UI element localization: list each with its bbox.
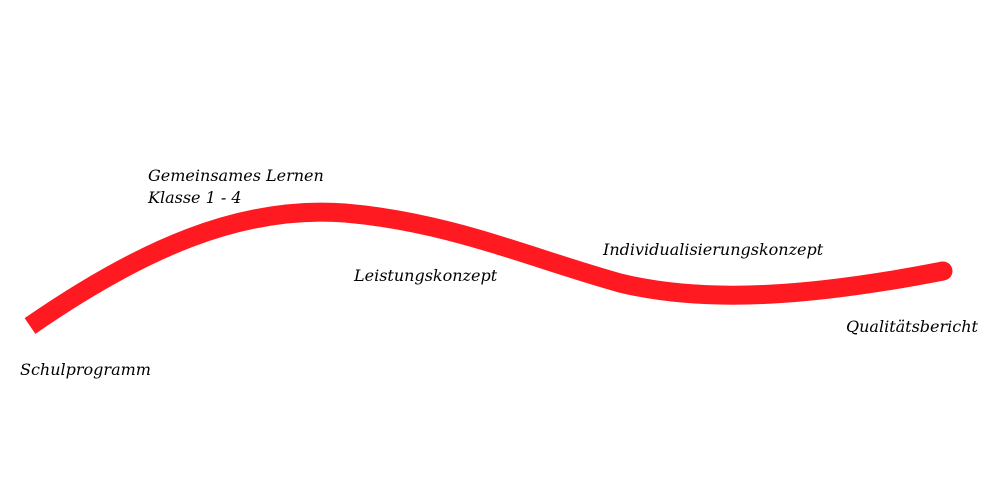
- milestone-label: Schulprogramm: [20, 360, 151, 379]
- milestone-label: Individualisierungskonzept: [603, 240, 824, 259]
- milestone-label: Leistungskonzept: [354, 266, 498, 285]
- milestone-leistungskonzept: Leistungskonzept: [354, 265, 497, 287]
- wave-curve: [24, 202, 945, 334]
- milestone-label: Gemeinsames Lernen: [148, 166, 324, 185]
- milestone-label: Qualitätsbericht: [846, 317, 978, 336]
- milestone-qualitaetsbericht: Qualitätsbericht: [846, 316, 978, 338]
- curve-end-cap: [933, 261, 953, 281]
- milestone-individualisierungskonzept: Individualisierungskonzept: [603, 239, 823, 261]
- milestone-sublabel: Klasse 1 - 4: [148, 188, 242, 207]
- milestone-schulprogramm: Schulprogramm: [20, 359, 151, 381]
- milestone-gemeinsames-lernen: Gemeinsames Lernen Klasse 1 - 4: [148, 165, 324, 209]
